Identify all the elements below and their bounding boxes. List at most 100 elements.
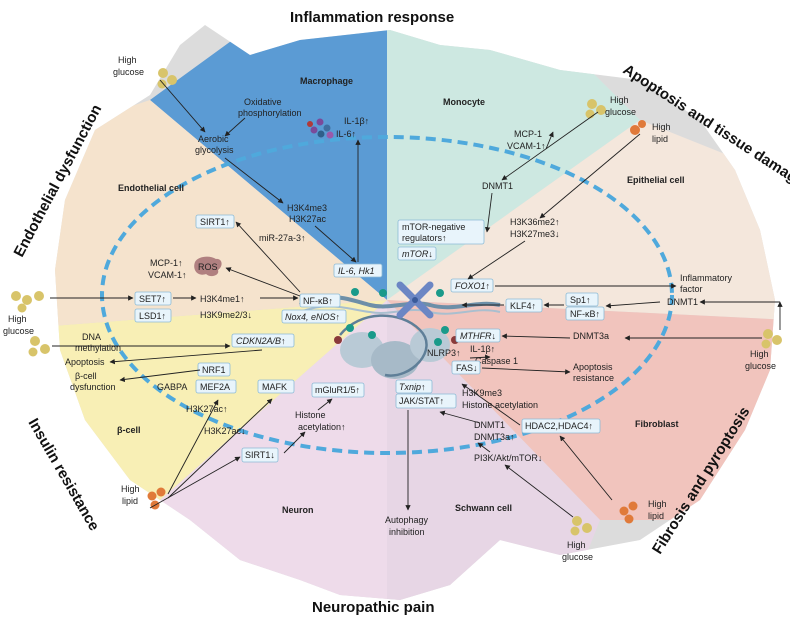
label-sirt1-neu: SIRT1↓: [245, 450, 275, 460]
label-nfkb-epi: NF-κB↑: [570, 309, 600, 319]
label-mthfr: MTHFR↓: [460, 331, 496, 341]
endothelial-sector: [55, 100, 387, 330]
label-il1b-fib: IL-1β↑: [470, 344, 495, 354]
stimulus-label: High: [610, 95, 629, 105]
cell-label-macrophage: Macrophage: [300, 76, 353, 86]
label-h3k9me3: H3K9me3: [462, 388, 502, 398]
box-mglur: [311, 382, 365, 398]
label-bcell-dys: β-cell: [75, 371, 97, 381]
label-sp1: Sp1↑: [570, 295, 591, 305]
label-cdkn2ab: CDKN2A/B↑: [236, 336, 286, 346]
high-lipid-icon: [630, 120, 646, 135]
cell-label-neuron: Neuron: [282, 505, 314, 515]
label-hdac: HDAC2,HDAC4↑: [525, 421, 593, 431]
dashed-ellipse: [100, 135, 674, 455]
box-il6hk1: [333, 263, 383, 278]
ros-blob-icon: [194, 256, 222, 277]
stimulus-label: lipid: [122, 496, 138, 506]
label-foxo1: FOXO1↑: [455, 281, 490, 291]
label-nrf1: NRF1: [202, 365, 226, 375]
label-h3k27me3: H3K27me3↓: [510, 229, 560, 239]
label-dnmt3a-sch: DNMT3a↑: [474, 432, 515, 442]
high-glucose-icon: [28, 336, 50, 357]
label-bcell-dys: dysfunction: [70, 382, 116, 392]
box-hdac: [521, 418, 601, 434]
box-set7: [134, 291, 172, 306]
stimulus-label: High: [750, 349, 769, 359]
label-histone: acetylation↑: [298, 422, 346, 432]
title-bottom: Neuropathic pain: [312, 599, 435, 616]
label-mglur: mGluR1/5↑: [315, 385, 360, 395]
label-mcp1-endo: MCP-1↑: [150, 258, 183, 268]
box-mtor: [397, 246, 437, 261]
label-dnmt1-mono: DNMT1: [482, 181, 513, 191]
box-sp1: [565, 292, 599, 307]
cell-label-schwann: Schwann cell: [455, 503, 512, 513]
label-mtor-neg: mTOR-negative: [402, 222, 465, 232]
cell-label-fibroblast: Fibroblast: [635, 419, 679, 429]
label-inflam: factor: [680, 284, 703, 294]
label-h3k4me1: H3K4me1↑: [200, 294, 245, 304]
label-il6: IL-6↑: [336, 129, 356, 139]
box-sirt1-neu: [241, 447, 279, 463]
high-glucose-icon: [761, 329, 782, 349]
label-set7: SET7↑: [139, 294, 166, 304]
stimulus-label: lipid: [648, 511, 664, 521]
macrophage-sector: [150, 25, 387, 300]
label-dna-meth: methylation: [75, 343, 121, 353]
box-fas: [451, 360, 481, 375]
label-aerobic: Aerobic: [198, 134, 229, 144]
label-ros: ROS: [198, 262, 218, 272]
label-mir27a: miR-27a-3↑: [259, 233, 306, 243]
label-dnmt1-sch: DNMT1: [474, 420, 505, 430]
label-h3k4me3: H3K4me3: [287, 203, 327, 213]
stimulus-label: High: [118, 55, 137, 65]
label-mtor-neg: regulators↑: [402, 233, 447, 243]
cell-label-endothelial: Endothelial cell: [118, 183, 184, 193]
high-glucose-icon: [157, 68, 177, 89]
label-il1b: IL-1β↑: [344, 116, 369, 126]
epithelial-sector: [387, 120, 775, 320]
cell-label-epithelial: Epithelial cell: [627, 175, 685, 185]
label-histone: Histone: [295, 410, 326, 420]
stimulus-label: glucose: [562, 552, 593, 562]
box-mthfr: [455, 328, 501, 343]
label-casp1: Caspase 1: [475, 356, 518, 366]
high-glucose-icon: [570, 516, 592, 536]
label-vcam1-endo: VCAM-1↑: [148, 270, 187, 280]
label-il6hk1: IL-6, Hk1: [338, 266, 375, 276]
chromosome-icon: [396, 281, 434, 319]
label-sirt1-endo: SIRT1↑: [200, 217, 230, 227]
cell-label-monocyte: Monocyte: [443, 97, 485, 107]
stimulus-label: glucose: [605, 107, 636, 117]
label-gabpa: GABPA: [157, 382, 187, 392]
label-oxphos: phosphorylation: [238, 108, 302, 118]
stimulus-label: High: [121, 484, 140, 494]
label-histone-acet-fib: Histone acetylation: [462, 400, 538, 410]
label-dna-meth: DNA: [82, 332, 101, 342]
stimulus-label: glucose: [113, 67, 144, 77]
label-dnmt3a-fib: DNMT3a: [573, 331, 609, 341]
box-nfkb-epi: [565, 306, 605, 321]
box-cdkn2ab: [231, 333, 295, 348]
label-pi3k: PI3K/Akt/mTOR↓: [474, 453, 542, 463]
stimulus-label: lipid: [652, 134, 668, 144]
label-inflam: Inflammatory: [680, 273, 733, 283]
box-mef2a: [195, 379, 237, 394]
label-apop-res: resistance: [573, 373, 614, 383]
box-txnip: [395, 379, 433, 394]
box-lsd1: [134, 308, 172, 323]
stimulus-label: glucose: [745, 361, 776, 371]
high-lipid-icon: [147, 487, 166, 510]
title-lower-left: Insulin resistance: [25, 416, 103, 534]
pathway-arrows: [50, 79, 783, 518]
label-mafk: MAFK: [262, 382, 287, 392]
box-sirt1-endo: [195, 214, 235, 229]
label-nox4: Nox4, eNOS↑: [285, 312, 340, 322]
label-nfkb-endo: NF-κB↑: [303, 296, 333, 306]
box-mafk: [257, 379, 295, 394]
label-jakstat: JAK/STAT↑: [399, 396, 444, 406]
label-txnip: Txnip↑: [399, 382, 426, 392]
label-h3k27ac-up: H3K27ac↑: [186, 404, 228, 414]
